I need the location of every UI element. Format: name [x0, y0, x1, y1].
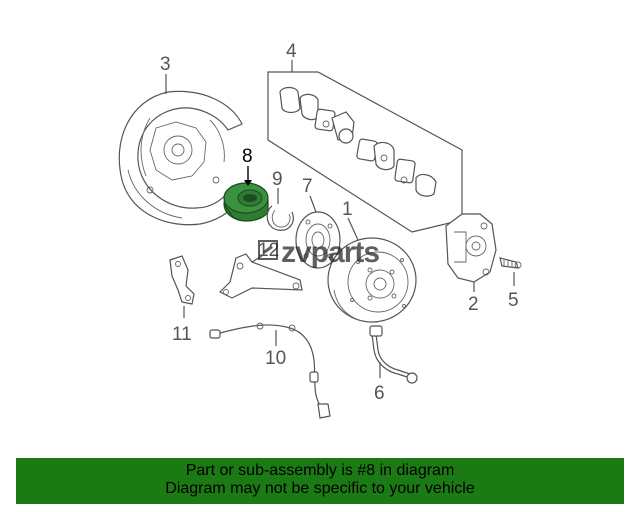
callout-9: 9 — [272, 169, 283, 190]
leader-1 — [347, 217, 359, 241]
parts-diagram: 3 4 8 9 — [118, 41, 522, 419]
logo-icon — [258, 240, 278, 260]
callout-7: 7 — [302, 176, 313, 197]
part-9-snap-ring[interactable] — [266, 205, 294, 231]
watermark-text: zvparts — [281, 236, 380, 269]
part-6-brake-hose[interactable] — [369, 325, 418, 384]
part-4-pad-kit[interactable] — [267, 71, 463, 233]
part-10-abs-sensor[interactable] — [209, 322, 331, 419]
callout-10: 10 — [265, 348, 286, 369]
part-7-hub-flange[interactable] — [295, 211, 341, 269]
part-2-caliper[interactable] — [445, 213, 497, 283]
leader-7 — [309, 195, 317, 213]
part-12-bracket[interactable] — [218, 253, 303, 299]
callout-3: 3 — [160, 54, 171, 75]
part-8-hub-bearing[interactable] — [223, 182, 269, 222]
callout-1: 1 — [342, 199, 353, 220]
callout-11: 11 — [172, 324, 192, 345]
watermark-logo: zvparts — [258, 236, 380, 270]
banner-line-2: Diagram may not be specific to your vehi… — [165, 480, 475, 497]
part-3-backing-plate[interactable] — [118, 90, 245, 226]
callout-4: 4 — [286, 41, 297, 62]
callout-8: 8 — [242, 146, 253, 167]
leader-8-arrow — [244, 180, 252, 186]
info-banner: Part or sub-assembly is #8 in diagram Di… — [16, 458, 624, 504]
part-1-rotor[interactable] — [327, 237, 417, 323]
part-5-bleeder[interactable] — [499, 257, 522, 269]
callout-6: 6 — [374, 383, 385, 404]
banner-line-1: Part or sub-assembly is #8 in diagram — [185, 462, 455, 479]
callout-5: 5 — [508, 290, 519, 311]
part-11-sensor-bracket[interactable] — [169, 255, 195, 305]
callout-2: 2 — [468, 294, 479, 315]
